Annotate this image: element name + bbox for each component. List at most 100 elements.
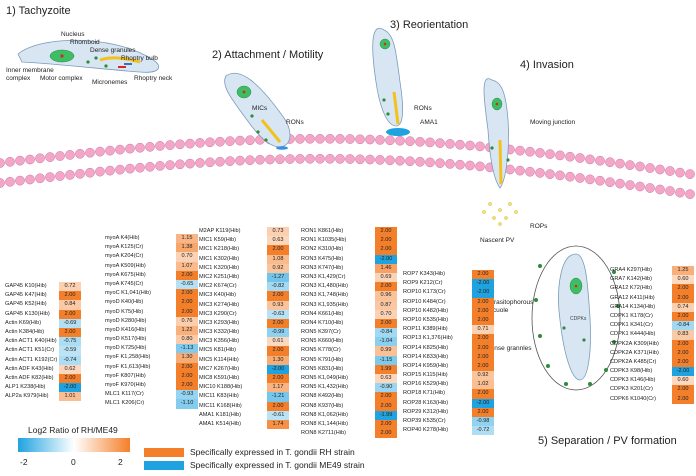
row-label: MIC1 K218(Hib) [199, 246, 240, 253]
table-row: GRA7 K142(Hib)0.60 [610, 275, 694, 285]
row-label: GAP45 K10(Hib) [5, 283, 47, 289]
membrane-bead [455, 159, 465, 170]
membrane-bead [585, 154, 595, 165]
label-moving-junction: Moving junction [530, 119, 576, 126]
membrane-bead [325, 153, 335, 164]
row-value: -0.74 [59, 355, 81, 365]
row-value: 2.00 [472, 297, 494, 307]
table-row: CDPK2A K309(Hib)2.00 [610, 339, 694, 349]
row-value: 2.00 [176, 270, 198, 280]
table-row: ROP9 K212(Cr)-2.00 [403, 279, 494, 289]
row-value: 0.63 [375, 374, 397, 384]
membrane-bead [645, 163, 655, 173]
membrane-bead [335, 134, 345, 144]
row-value: 1.30 [267, 355, 289, 365]
membrane-bead [475, 161, 485, 172]
row-label: MIC5 K81(Hib) [199, 347, 236, 354]
label-ama1: AMA1 [420, 119, 438, 126]
table-row: Actin ADF K82(Hib)2.00 [5, 373, 81, 384]
row-value: 1.38 [176, 243, 198, 253]
membrane-bead [185, 158, 195, 169]
membrane-bead [35, 173, 45, 184]
membrane-bead [15, 155, 25, 166]
table-row: Actin K69(Hib)-0.69 [5, 318, 81, 328]
membrane-bead [185, 138, 195, 149]
table-row: MIC10 K188(Hib)1.17 [199, 383, 289, 393]
label-mics: MICs [252, 105, 268, 112]
membrane-bead [665, 166, 675, 176]
row-label: myoF K807(Hib) [105, 372, 146, 379]
membrane-bead [65, 170, 75, 180]
row-label: Actin ADF K82(Hib) [5, 374, 54, 381]
membrane-bead [615, 158, 625, 169]
row-label: RON3 K1,748(Hib) [301, 292, 348, 299]
membrane-bead [235, 155, 245, 166]
row-label: MIC1 K59(Hib) [199, 237, 236, 244]
row-label: myoD K416(Hib) [105, 326, 147, 333]
table-row: MIC7 K267(Hib)-2.00 [199, 364, 289, 374]
row-value: 2.00 [375, 227, 397, 237]
table-row: MIC1 K302(Hib)1.08 [199, 254, 289, 264]
table-row: ROP14 K825(Hib)2.00 [403, 343, 494, 353]
row-label: MIC2 K674(Cr) [199, 283, 237, 290]
row-label: CDPK3 K146(Hib) [610, 377, 656, 384]
membrane-bead [635, 161, 645, 172]
row-value: 2.00 [375, 429, 397, 439]
row-value: 2.00 [672, 357, 694, 368]
row-value: 2.00 [59, 291, 81, 301]
stage-title-attachment: 2) Attachment / Motility [212, 49, 324, 61]
row-label: myoF K1,258(Hib) [105, 354, 151, 361]
table-row: RON5 K791(Hib)-1.15 [301, 355, 397, 365]
table-row: Actin ACT1 K192(Cr)-0.74 [5, 355, 81, 365]
row-label: GAP45 K130(Hib) [5, 310, 50, 317]
row-value: 2.00 [267, 291, 289, 301]
table-row: myoD K725(Hib)-1.13 [105, 344, 198, 354]
membrane-bead [5, 176, 15, 187]
membrane-bead [295, 134, 305, 144]
table-row: MIC1 K320(Hib)0.92 [199, 263, 289, 273]
membrane-bead [365, 134, 375, 145]
membrane-bead [55, 171, 65, 181]
table-row: myoD K416(Hib)1.22 [105, 325, 198, 336]
row-label: CDPK3 K98(Hib) [610, 368, 653, 375]
table-row: RON5 K1,432(Hib)-0.90 [301, 383, 397, 393]
row-value: 0.71 [472, 325, 494, 335]
membrane-bead [655, 164, 665, 175]
row-label: RON8 K937(Hib) [301, 402, 344, 409]
row-value: -0.75 [59, 337, 81, 347]
membrane-bead [5, 156, 15, 167]
tachyzoite-parasite [17, 39, 160, 73]
row-label: CDPK1 K341(Cr) [610, 322, 653, 329]
row-value: 2.00 [375, 236, 397, 246]
table-row: ROP10 K482(Hib)2.00 [403, 306, 494, 316]
row-value: 2.00 [472, 270, 494, 280]
table-row: Actin ACT1 K51(Cr)-0.59 [5, 346, 81, 356]
table-row: Actin ACT1 K40(Hib)-0.75 [5, 337, 81, 347]
row-value: -0.84 [375, 328, 397, 338]
row-label: RON3 K1,935(Hib) [301, 301, 348, 308]
membrane-bead [45, 152, 55, 162]
membrane-bead [345, 134, 355, 144]
row-label: GRA7 K142(Hib) [610, 276, 652, 283]
row-label: ROP14 K825(Hib) [403, 344, 449, 351]
table-row: RON3 K747(Hib)1.46 [301, 263, 397, 273]
row-value: 2.00 [672, 385, 694, 395]
membrane-bead [615, 178, 625, 189]
table-row: ROP29 K312(Hib)2.00 [403, 407, 494, 417]
row-label: RON1 K1035(Hib) [301, 237, 347, 244]
rhoptry-shape [99, 56, 141, 64]
row-label: ROP14 K959(Hib) [403, 362, 449, 369]
membrane-bead [115, 144, 125, 155]
row-value: 1.74 [267, 419, 289, 430]
row-value: 2.00 [176, 371, 198, 381]
row-value: 2.00 [672, 284, 694, 294]
row-label: ROP13 K1,376(Hib) [403, 335, 453, 342]
table-row: MIC1 K218(Hib)2.00 [199, 245, 289, 255]
row-value: -2.00 [267, 364, 289, 374]
table-row: RON5 K1,049(Hib)0.63 [301, 374, 397, 384]
row-label: M2AP K119(Hib) [199, 228, 241, 234]
row-label: RON3 K1,480(Hib) [301, 283, 348, 290]
membrane-bead [15, 175, 25, 186]
